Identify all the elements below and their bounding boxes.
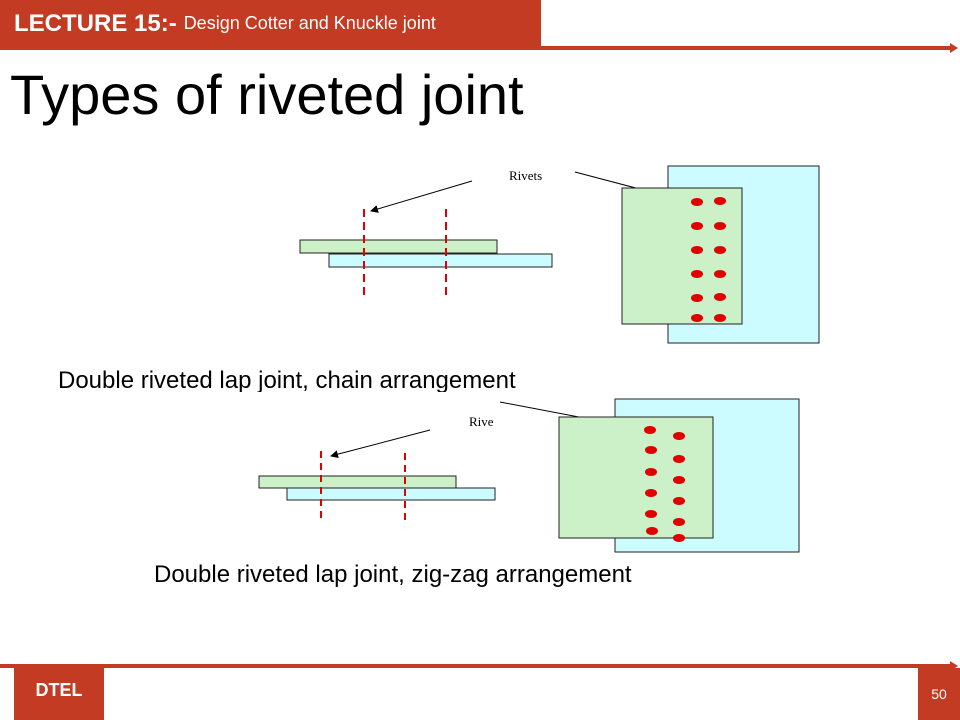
footer-arrow-icon [950,661,958,671]
slide-title: Types of riveted joint [10,63,524,126]
footer-brand: DTEL [14,668,104,720]
lecture-number: LECTURE 15:- [14,9,177,37]
rivets-pointer-left [370,180,473,213]
zigzag-joint-diagram: Rive [258,398,800,553]
chain-joint-diagram: Rivets [299,165,820,344]
chain-rivet-holes [691,197,726,322]
zigzag-plan-view [558,398,800,553]
rivets-label: Rivets [509,168,542,183]
rivets-pointer-left-2 [330,429,431,459]
footer-divider [0,664,955,668]
page-number: 50 [918,668,960,720]
chain-arrangement-caption: Double riveted lap joint, chain arrangem… [58,367,516,392]
chain-side-view [299,209,553,298]
lecture-subtitle: Design Cotter and Knuckle joint [183,13,436,33]
header-arrow-icon [950,43,958,53]
lecture-header: LECTURE 15:- Design Cotter and Knuckle j… [0,0,541,47]
zigzag-rivet-holes [644,426,685,542]
zigzag-arrangement-caption: Double riveted lap joint, zig-zag arrang… [154,561,632,588]
chain-plan-view [621,165,820,344]
header-divider [0,46,955,50]
zigzag-side-view [258,451,496,522]
rivets-label-partial: Rive [469,414,494,429]
